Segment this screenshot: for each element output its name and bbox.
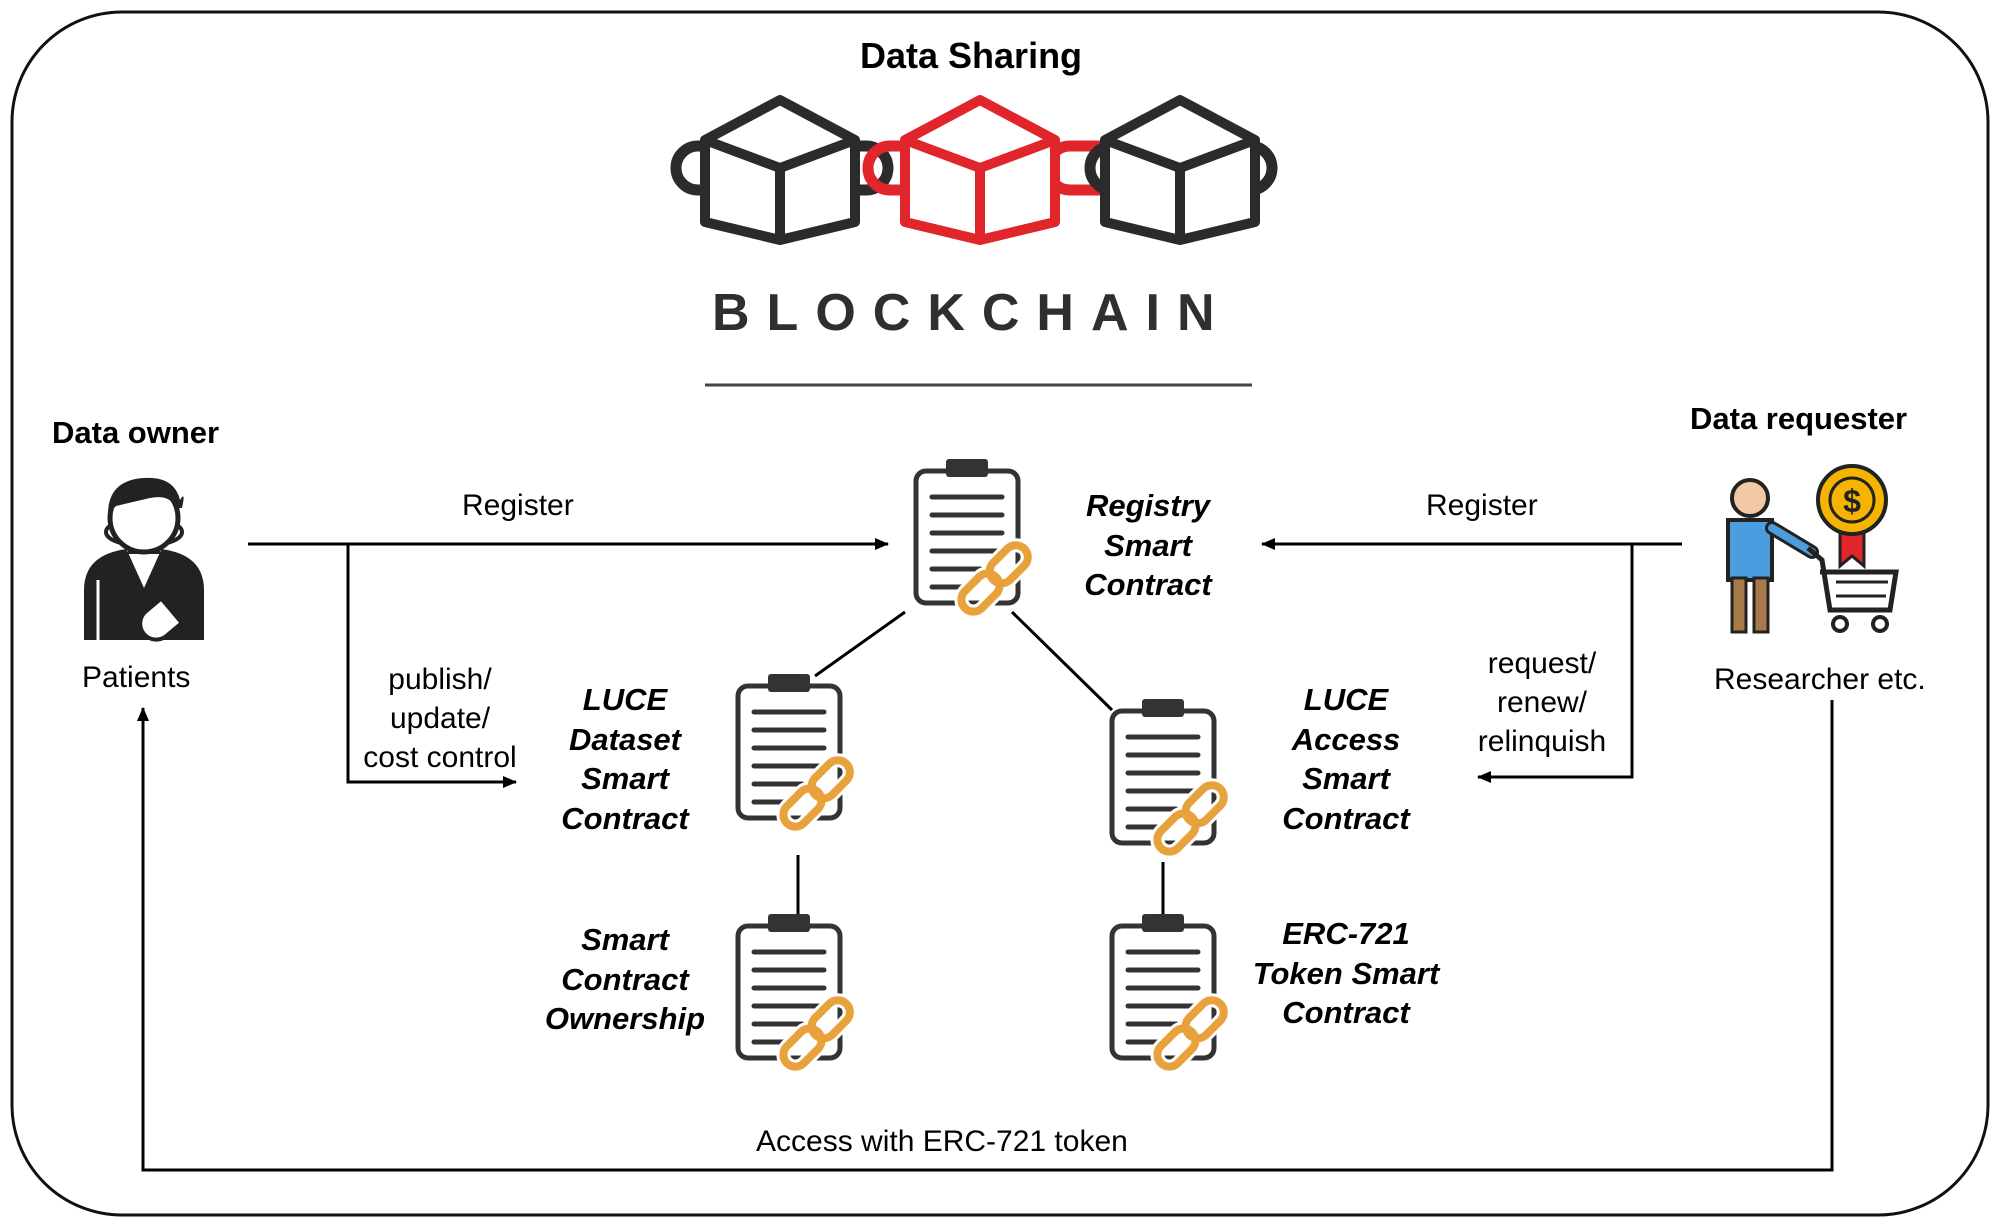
dataset-contract-icon [738,674,855,832]
register-owner-label: Register [462,489,574,522]
access-token-label: Access with ERC-721 token [756,1125,1128,1158]
publish-arrow [346,544,517,788]
cube-icon [1100,95,1260,245]
blockchain-wordmark: BLOCKCHAIN [712,284,1232,342]
access-contract-label: LUCE Access Smart Contract [1282,682,1410,837]
access-contract-icon [1112,699,1229,857]
svg-text:$: $ [1843,483,1861,519]
dataset-contract-label: LUCE Dataset Smart Contract [561,682,689,837]
cube-icon [900,95,1060,245]
cube-icon [700,95,860,245]
request-label: request/ renew/ relinquish [1477,647,1607,758]
coin-icon [1816,464,1888,536]
arrows [137,538,1834,1172]
data-requester-title: Data requester [1690,401,1908,436]
patient-icon [84,477,204,642]
registry-contract-label: Registry Smart Contract [1084,488,1212,603]
outer-frame [10,10,1990,1217]
erc721-contract-icon [1112,914,1229,1072]
blockchain-logo [670,95,1278,387]
ownership-contract-label: Smart Contract Ownership [544,922,706,1037]
request-arrow [1477,544,1634,783]
access-token-arrow [137,700,1834,1172]
contract-connectors [796,610,1165,918]
register-requester-label: Register [1426,489,1538,522]
researcher-label: Researcher etc. [1714,663,1926,696]
ownership-contract-icon [738,914,855,1072]
researcher-icon: $ [1726,464,1899,634]
erc721-contract-label: ERC-721 Token Smart Contract [1252,916,1440,1031]
data-owner-title: Data owner [52,415,220,450]
publish-label: publish/ update/ cost control [363,663,517,774]
page-title: Data Sharing [860,35,1083,76]
registry-contract-icon [916,459,1033,617]
patients-label: Patients [82,661,191,694]
